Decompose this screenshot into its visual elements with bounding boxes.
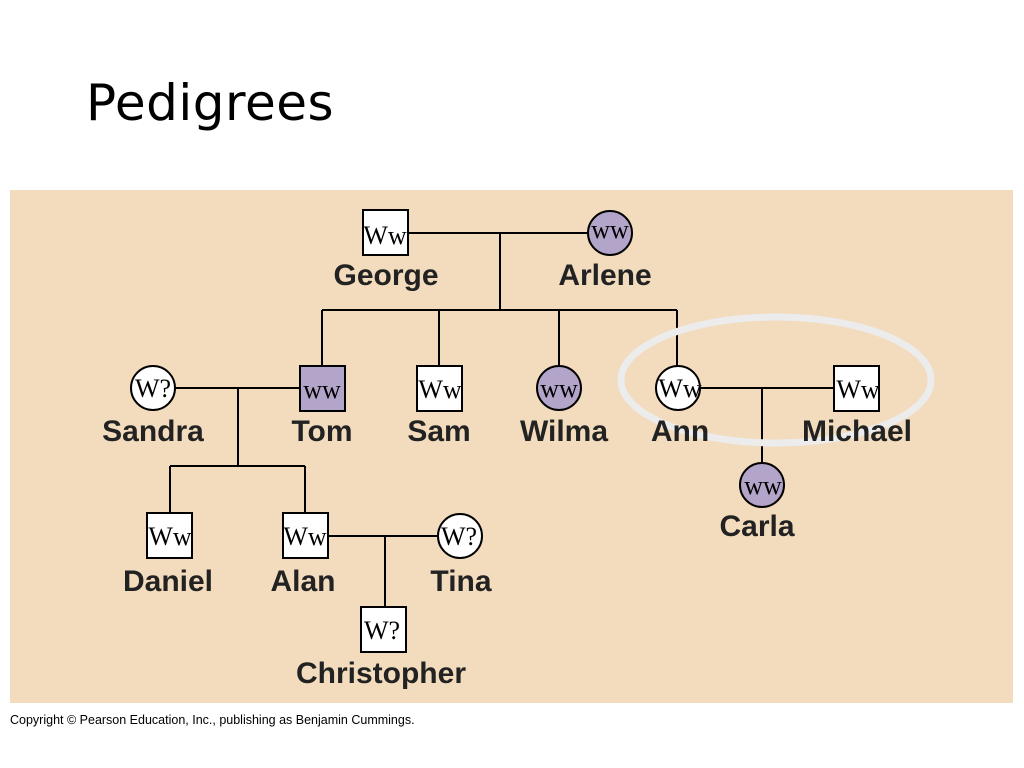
name-carla: Carla (719, 510, 794, 543)
person-christopher: W? Christopher (296, 606, 466, 690)
name-sam: Sam (407, 415, 470, 448)
person-george: Ww George (333, 209, 439, 292)
female-symbol (536, 365, 582, 411)
male-symbol (146, 512, 193, 559)
person-tom: ww Tom (291, 365, 353, 448)
genotype-sam: Ww (418, 375, 462, 404)
male-symbol (360, 606, 407, 653)
copyright-text: Copyright © Pearson Education, Inc., pub… (10, 713, 415, 727)
genotype-christopher: W? (364, 616, 400, 645)
male-symbol (362, 209, 409, 256)
pedigree-panel (10, 190, 1013, 703)
name-wilma: Wilma (520, 415, 608, 448)
male-symbol (416, 365, 463, 412)
male-symbol (282, 512, 329, 559)
genotype-george: Ww (363, 221, 407, 250)
pedigree-lines (169, 232, 834, 607)
female-symbol (739, 462, 785, 508)
highlight-ellipse (617, 313, 935, 447)
name-tom: Tom (291, 415, 352, 448)
name-christopher: Christopher (296, 657, 466, 690)
genotype-carla: ww (744, 471, 782, 500)
name-ann: Ann (651, 415, 709, 448)
genotype-michael: Ww (836, 375, 880, 404)
person-sandra: W? Sandra (102, 365, 204, 448)
name-michael: Michael (802, 415, 912, 448)
person-tina: W? Tina (430, 513, 492, 598)
female-symbol (437, 513, 483, 559)
female-symbol (655, 365, 701, 411)
name-tina: Tina (430, 565, 491, 598)
person-alan: Ww Alan (270, 512, 336, 598)
male-symbol (299, 365, 346, 412)
name-daniel: Daniel (123, 565, 213, 598)
genotype-wilma: ww (540, 374, 578, 403)
name-george: George (333, 259, 438, 292)
slide-title: Pedigrees (86, 74, 335, 132)
genotype-arlene: ww (591, 215, 629, 244)
name-arlene: Arlene (558, 259, 651, 292)
genotype-ann: Ww (658, 374, 702, 403)
genotype-daniel: Ww (148, 522, 192, 551)
person-carla: ww Carla (719, 462, 795, 543)
genotype-tina: W? (441, 522, 477, 551)
name-alan: Alan (270, 565, 335, 598)
male-symbol (833, 365, 880, 412)
name-sandra: Sandra (102, 415, 204, 448)
female-symbol (130, 365, 176, 411)
person-michael: Ww Michael (802, 365, 912, 448)
person-daniel: Ww Daniel (123, 512, 213, 598)
female-symbol (587, 210, 633, 256)
person-ann: Ww Ann (651, 365, 709, 448)
genotype-sandra: W? (135, 374, 171, 403)
genotype-tom: ww (303, 375, 341, 404)
person-sam: Ww Sam (407, 365, 471, 448)
person-wilma: ww Wilma (520, 365, 608, 448)
genotype-alan: Ww (283, 522, 327, 551)
person-arlene: ww Arlene (558, 210, 652, 292)
